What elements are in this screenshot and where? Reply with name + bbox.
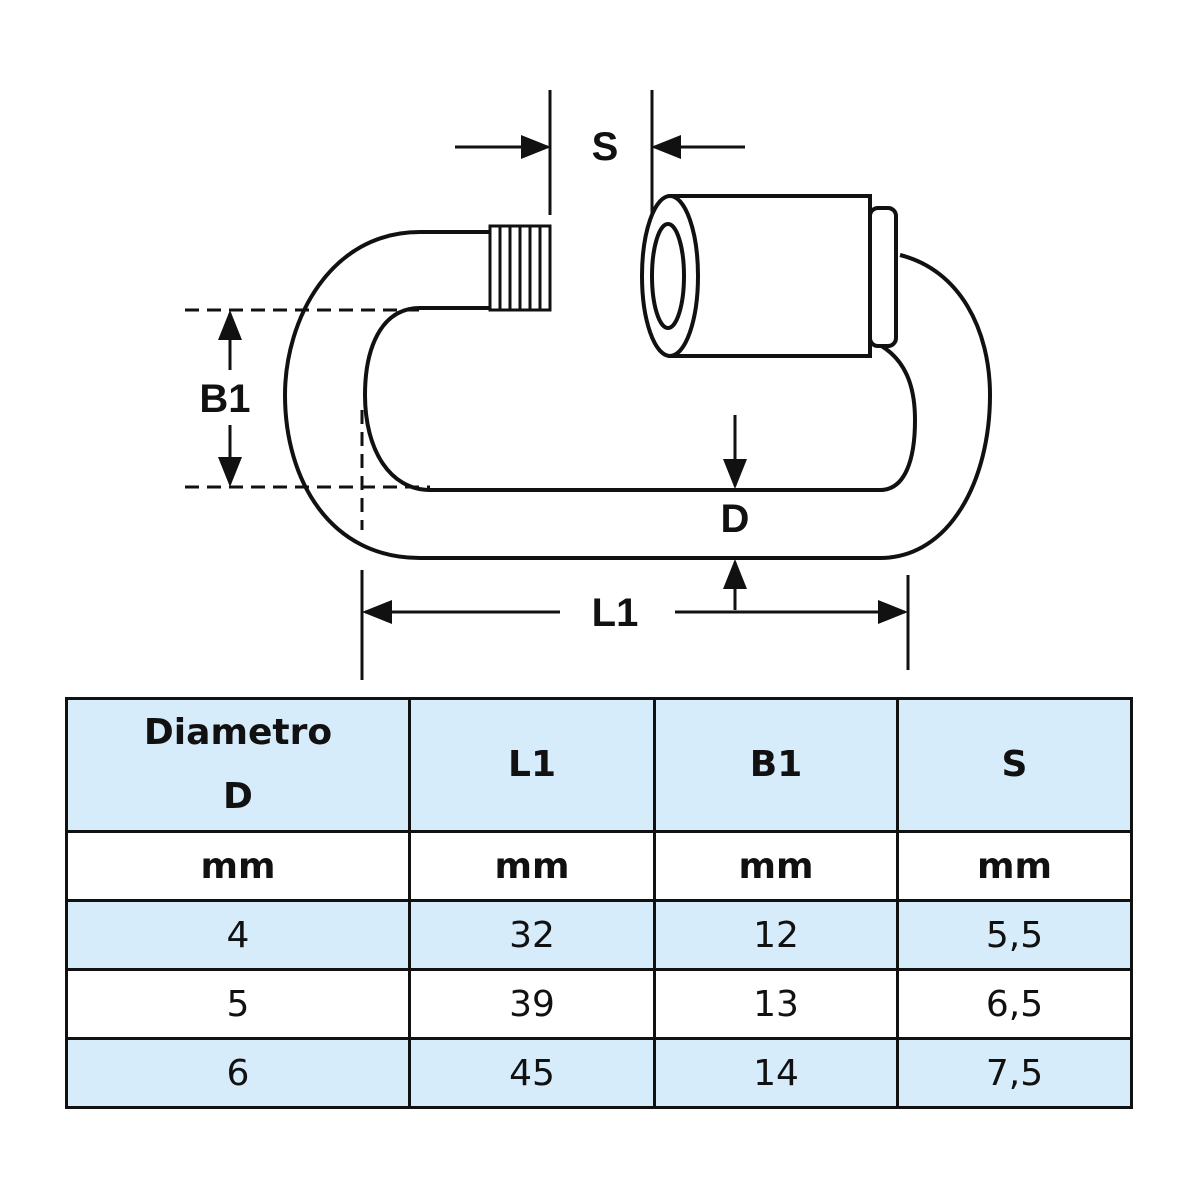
table-cell: 5,5	[896, 899, 1133, 971]
unit-cell: mm	[65, 830, 411, 902]
table-cell: 6,5	[896, 968, 1133, 1040]
table-cell: 6	[65, 1037, 411, 1109]
table-cell: 45	[408, 1037, 656, 1109]
thread-end	[488, 224, 552, 312]
label-l1: L1	[592, 591, 639, 635]
table-units-row: mm mm mm mm	[65, 830, 1133, 902]
table-cell: 39	[408, 968, 656, 1040]
header-b1: B1	[653, 697, 899, 833]
header-s: S	[896, 697, 1133, 833]
table-cell: 13	[653, 968, 899, 1040]
table-cell: 32	[408, 899, 656, 971]
table-row: 5 39 13 6,5	[65, 968, 1133, 1040]
quick-link-diagram: S B1 D L1	[185, 90, 993, 680]
header-text: Diametro	[143, 712, 333, 753]
label-d: D	[721, 497, 750, 541]
table-cell: 4	[65, 899, 411, 971]
table-cell: 7,5	[896, 1037, 1133, 1109]
table-cell: 5	[65, 968, 411, 1040]
table-row: 4 32 12 5,5	[65, 899, 1133, 971]
header-text: D	[223, 776, 253, 817]
unit-cell: mm	[653, 830, 899, 902]
table-row: 6 45 14 7,5	[65, 1037, 1133, 1109]
dimension-lines	[185, 90, 910, 680]
header-l1: L1	[408, 697, 656, 833]
table-cell: 12	[653, 899, 899, 971]
unit-cell: mm	[408, 830, 656, 902]
label-s: S	[592, 125, 619, 169]
table-cell: 14	[653, 1037, 899, 1109]
label-b1: B1	[199, 377, 250, 421]
screw-sleeve	[640, 194, 898, 358]
quick-link-body	[282, 230, 993, 560]
unit-cell: mm	[896, 830, 1133, 902]
